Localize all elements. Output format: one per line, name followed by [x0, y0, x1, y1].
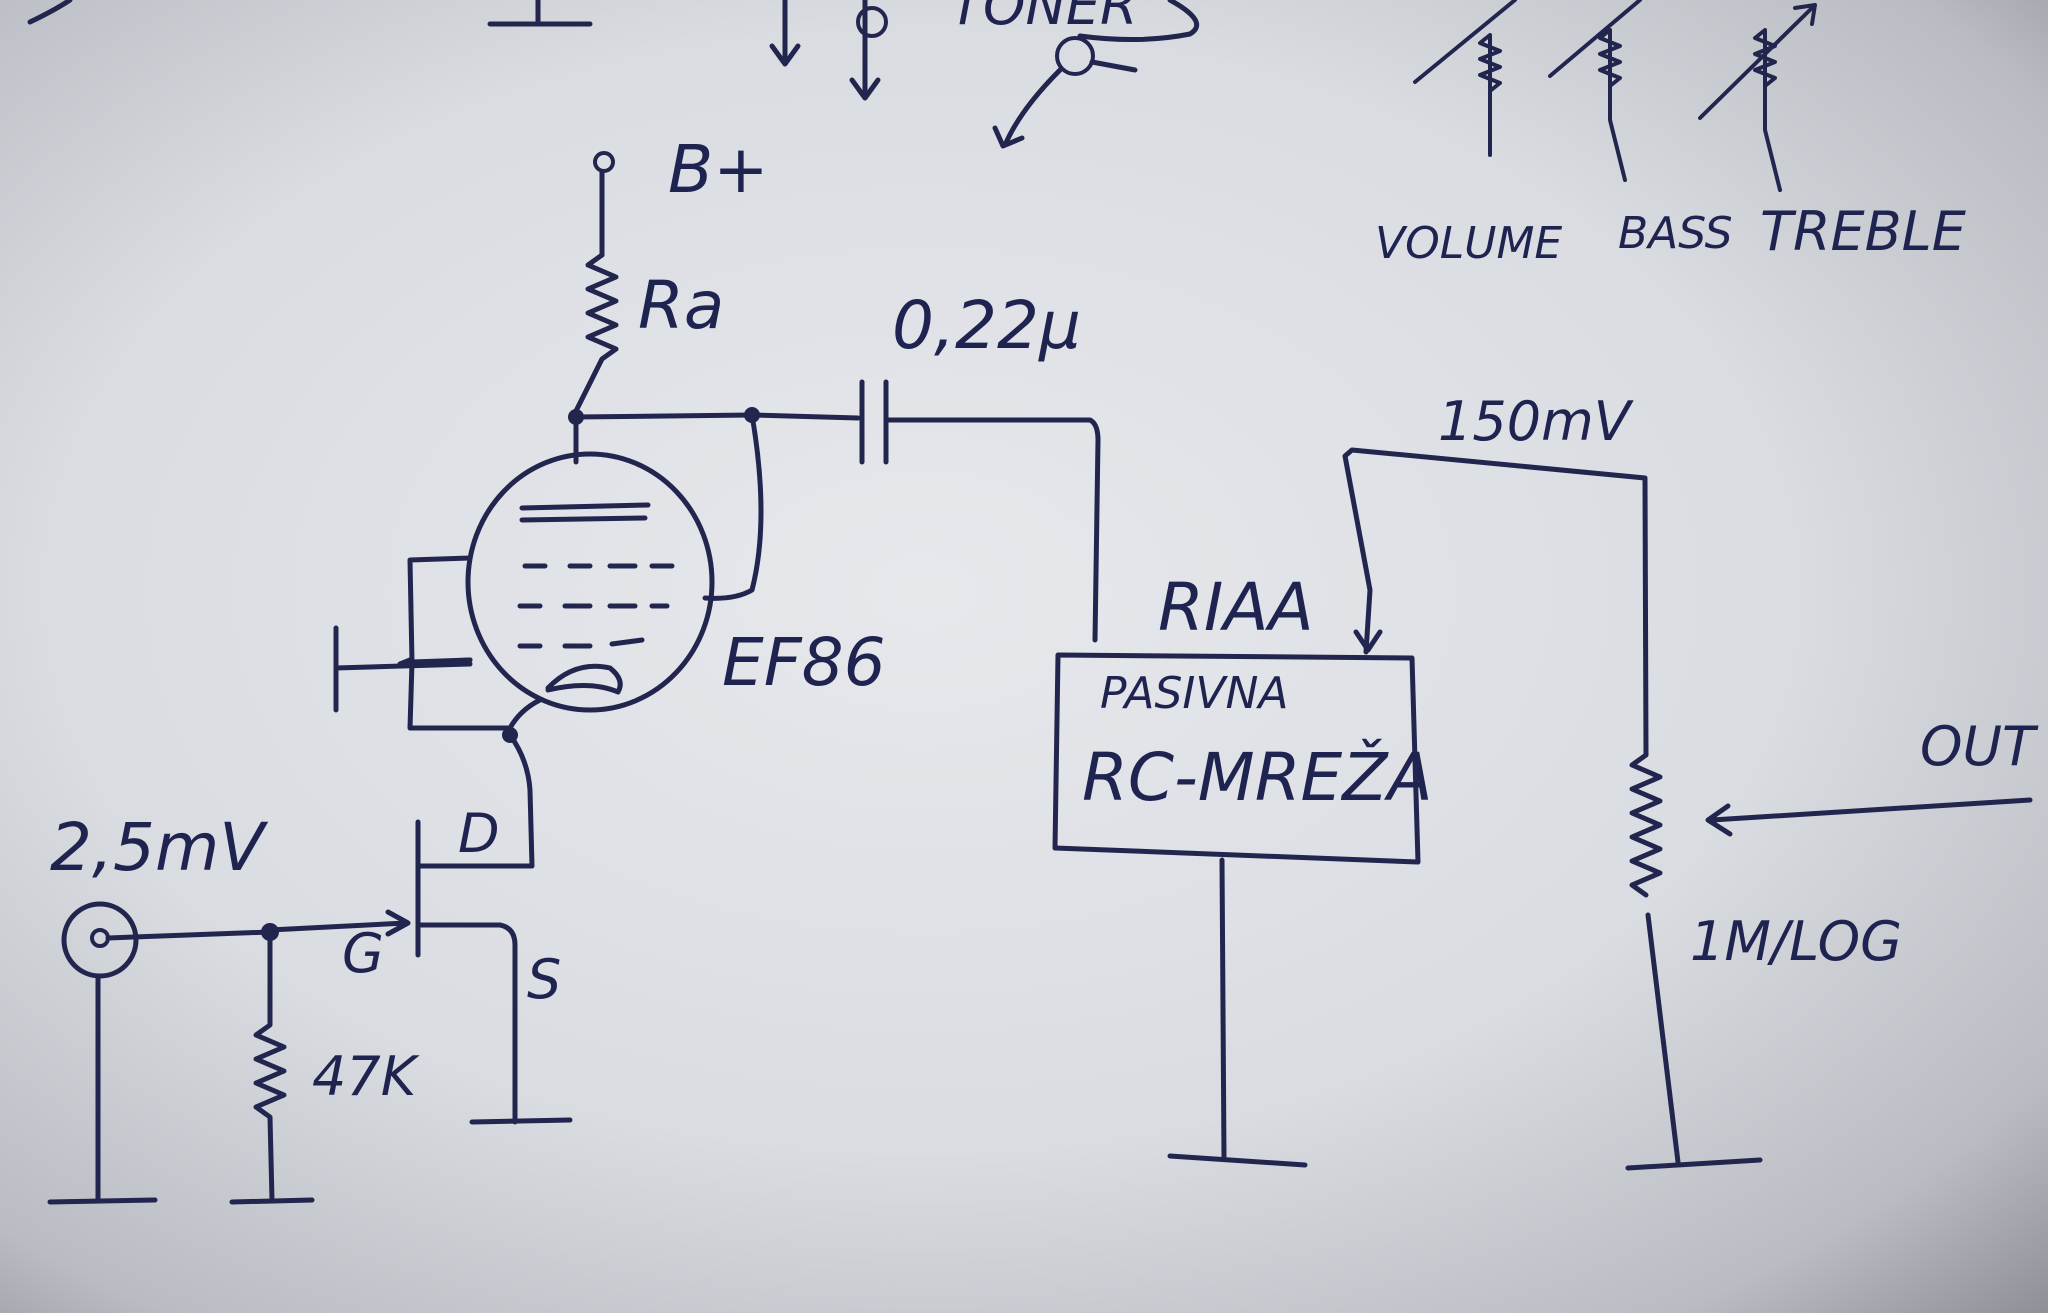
resistor-47k-label: 47K [312, 1045, 420, 1108]
b-plus-supply: B+ [593, 131, 769, 258]
riaa-label: RIAA [1158, 569, 1314, 646]
capacitor-label: 0,22μ [892, 287, 1081, 364]
riaa-network: RIAA PASIVNA RC-MREŽA 150mV [1052, 390, 1649, 1168]
source-label: S [527, 948, 561, 1011]
output-level-label: 150mV [1438, 390, 1635, 453]
bass-label: BASS [1618, 208, 1733, 259]
coupling-capacitor: 0,22μ [859, 287, 1101, 643]
riaa-box-line1: PASIVNA [1100, 668, 1288, 719]
top-partial-text: TONER [950, 0, 1138, 37]
ra-label: Ra [638, 267, 724, 344]
pot-label: 1M/LOG [1690, 910, 1902, 973]
gate-resistor-47k: 47K [229, 929, 420, 1205]
gate-label: G [342, 922, 384, 985]
riaa-box-line2: RC-MREŽA [1082, 738, 1433, 816]
tone-controls-sketch: VOLUME BASS TREBLE [1375, 0, 1967, 269]
jfet: D G S [267, 802, 573, 1125]
top-partial-sketch: TONER [27, 0, 1200, 149]
treble-label: TREBLE [1760, 200, 1967, 263]
b-plus-label: B+ [668, 131, 769, 208]
tube-label: EF86 [722, 624, 886, 701]
volume-label: VOLUME [1375, 218, 1562, 269]
output-potentiometer: OUT 1M/LOG [1625, 715, 2039, 1171]
drain-label: D [458, 802, 500, 865]
out-label: OUT [1920, 715, 2039, 778]
input-level-label: 2,5mV [50, 809, 268, 886]
plate-resistor-ra: Ra [571, 252, 724, 418]
input-jack: 2,5mV [47, 809, 273, 1205]
ef86-tube: EF86 [333, 414, 886, 731]
